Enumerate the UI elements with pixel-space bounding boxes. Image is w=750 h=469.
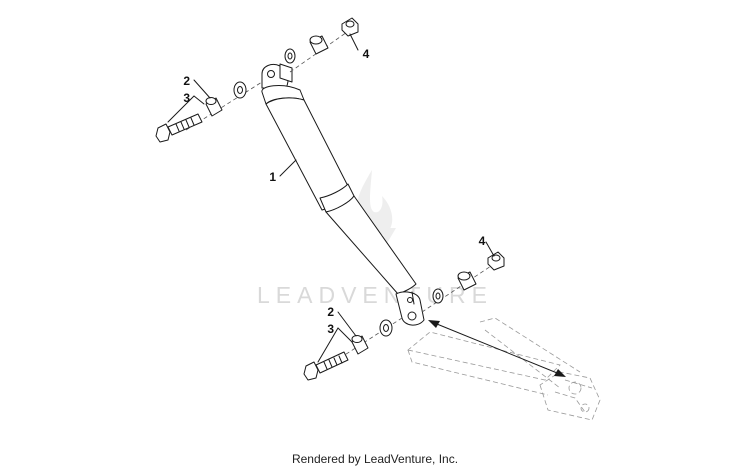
callout-lower-4: 4 [479,234,486,248]
upper-bolt [155,113,203,143]
lower-bolt [303,351,349,381]
footer-credit: Rendered by LeadVenture, Inc. [292,452,458,466]
callout-upper-4: 4 [363,47,370,61]
callout-upper-2: 2 [183,74,190,88]
upper-right-hardware [284,17,359,73]
callout-upper-3: 3 [183,91,190,105]
upper-mount-hardware [155,81,263,143]
shock-absorber [261,63,425,326]
mount-arrow [428,320,566,377]
lower-spacer [351,335,369,355]
callouts: 2 3 1 4 4 2 3 [183,47,485,336]
lower-right-nut [487,251,505,271]
callout-1: 1 [269,170,276,184]
lower-right-bushing [457,271,477,291]
callout-lower-3: 3 [327,322,334,336]
lower-right-washer [432,288,444,304]
lower-washer [379,319,393,337]
lower-mount-hardware [303,317,403,381]
upper-washer [233,81,247,99]
watermark-text: LEADVENTURE [257,282,493,308]
upper-right-nut [341,17,359,37]
leader-lines [167,33,495,363]
upper-spacer [205,97,223,117]
a-arm-outline [407,317,601,421]
callout-lower-2: 2 [327,305,334,319]
upper-right-bushing [309,35,329,55]
lower-right-hardware [421,251,505,313]
upper-right-washer [284,48,296,64]
